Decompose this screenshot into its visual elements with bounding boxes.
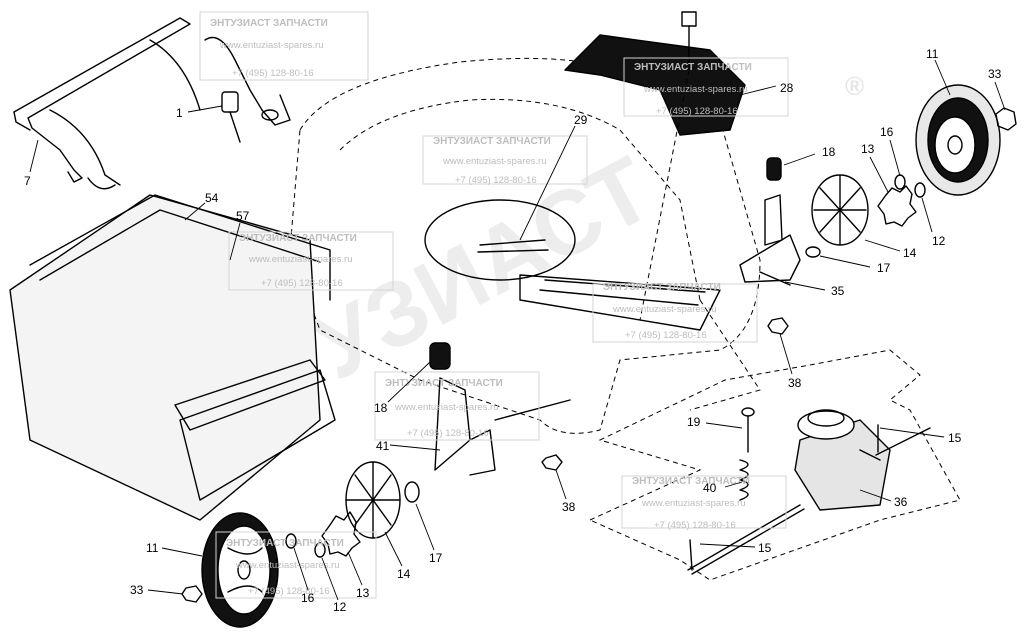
hub-assembly-bottom	[285, 461, 420, 558]
callout-13-top: 13	[861, 142, 875, 156]
callout-54: 54	[205, 191, 219, 205]
callout-12-bottom: 12	[333, 600, 347, 614]
nut-top-part	[995, 107, 1017, 131]
watermark-title: ЭНТУЗИАСТ ЗАПЧАСТИ	[239, 233, 357, 244]
deck-housing	[289, 57, 761, 434]
watermark-block-6: ЭНТУЗИАСТ ЗАПЧАСТИ www.entuziast-spares.…	[374, 371, 540, 441]
grass-bag-part	[9, 194, 336, 521]
callout-28: 28	[780, 81, 794, 95]
height-adjuster-top	[739, 157, 801, 286]
watermark-phone: +7 (495) 128-80-16	[656, 106, 738, 117]
watermark-phone: +7 (495) 128-80-16	[407, 428, 489, 439]
nut-38-mid	[541, 454, 563, 471]
callout-14-top: 14	[903, 246, 917, 260]
callout-18-top: 18	[822, 145, 836, 159]
callout-38-mid: 38	[562, 500, 576, 514]
callout-40: 40	[703, 481, 717, 495]
callout-12-top: 12	[932, 234, 946, 248]
watermark-url: www.entuziast-spares.ru	[248, 254, 352, 265]
gearbox-part	[794, 409, 891, 511]
watermark-title: ЭНТУЗИАСТ ЗАПЧАСТИ	[385, 378, 503, 389]
watermark-phone: +7 (495) 128-80-16	[248, 586, 330, 597]
watermark-url: www.entuziast-spares.ru	[643, 84, 747, 95]
watermark-url: www.entuziast-spares.ru	[394, 402, 498, 413]
rear-baffle-part	[564, 34, 746, 136]
callout-17-bottom: 17	[429, 551, 443, 565]
bolt-axis-line	[639, 69, 690, 321]
callout-16-top: 16	[880, 125, 894, 139]
callout-labels: 1 7 54 57 29 28 11 33 16 13 18 12 14 17 …	[24, 47, 1002, 614]
gearbox-dash-outline	[588, 349, 961, 581]
callout-13-bottom: 13	[356, 586, 370, 600]
nut-bottom-part	[181, 585, 203, 603]
watermark-title: ЭНТУЗИАСТ ЗАПЧАСТИ	[210, 18, 328, 29]
callout-7: 7	[24, 174, 31, 188]
callout-19: 19	[687, 415, 701, 429]
callout-35: 35	[831, 284, 845, 298]
callout-15-bottom: 15	[758, 541, 772, 555]
callout-11-top: 11	[926, 47, 939, 61]
watermark-block-5: ЭНТУЗИАСТ ЗАПЧАСТИ www.entuziast-spares.…	[592, 282, 758, 343]
callout-18-mid: 18	[374, 401, 388, 415]
callout-36: 36	[894, 495, 908, 509]
callout-1: 1	[176, 106, 183, 120]
bolt-part	[681, 11, 697, 71]
wheel-top-part	[915, 84, 1001, 196]
callout-41: 41	[376, 439, 390, 453]
watermark-title: ЭНТУЗИАСТ ЗАПЧАСТИ	[226, 538, 344, 549]
watermark-block-7: ЭНТУЗИАСТ ЗАПЧАСТИ www.entuziast-spares.…	[621, 475, 787, 531]
callout-29: 29	[574, 113, 588, 127]
watermark-block-1: ЭНТУЗИАСТ ЗАПЧАСТИ www.entuziast-spares.…	[199, 11, 369, 81]
rear-dash-outline	[689, 299, 761, 411]
hub-assembly-top	[805, 174, 926, 258]
watermark-phone: +7 (495) 128-80-16	[232, 68, 314, 79]
watermark-title: ЭНТУЗИАСТ ЗАПЧАСТИ	[632, 476, 750, 487]
watermark-block-8: ЭНТУЗИАСТ ЗАПЧАСТИ www.entuziast-spares.…	[215, 531, 377, 599]
watermark-phone: +7 (495) 128-80-16	[654, 520, 736, 531]
callout-57: 57	[236, 209, 250, 223]
nut-38-right	[767, 317, 789, 335]
watermark-phone: +7 (495) 128-80-16	[261, 278, 343, 289]
watermark-title: ЭНТУЗИАСТ ЗАПЧАСТИ	[603, 282, 721, 293]
registered-mark: ®	[845, 71, 864, 101]
watermark-phone: +7 (495) 128-80-16	[455, 175, 537, 186]
watermark-url: www.entuziast-spares.ru	[641, 498, 745, 509]
watermark-title: ЭНТУЗИАСТ ЗАПЧАСТИ	[634, 62, 752, 73]
callout-33-bottom: 33	[130, 583, 144, 597]
callout-33-top: 33	[988, 67, 1002, 81]
leader-lines	[29, 59, 1006, 601]
watermark-url: www.entuziast-spares.ru	[219, 40, 323, 51]
handle-part	[13, 17, 201, 190]
drive-axle-part	[687, 424, 931, 575]
callout-17-top: 17	[877, 261, 891, 275]
callout-16-bottom: 16	[301, 591, 315, 605]
callout-11-bottom: 11	[146, 541, 159, 555]
watermark-title: ЭНТУЗИАСТ ЗАПЧАСТИ	[433, 136, 551, 147]
callout-38-right: 38	[788, 376, 802, 390]
watermark-url: www.entuziast-spares.ru	[442, 156, 546, 167]
watermark-url: www.entuziast-spares.ru	[612, 304, 716, 315]
pivot-bolt-part	[739, 407, 755, 501]
watermark-block-2: ЭНТУЗИАСТ ЗАПЧАСТИ www.entuziast-spares.…	[623, 57, 789, 117]
watermark-block-4: ЭНТУЗИАСТ ЗАПЧАСТИ www.entuziast-spares.…	[228, 231, 394, 291]
watermark-url: www.entuziast-spares.ru	[235, 560, 339, 571]
cable-clip-part	[204, 36, 291, 143]
callout-15-top: 15	[948, 431, 962, 445]
watermark-phone: +7 (495) 128-80-16	[625, 330, 707, 341]
watermark-block-3: ЭНТУЗИАСТ ЗАПЧАСТИ www.entuziast-spares.…	[422, 135, 588, 186]
callout-14-bottom: 14	[397, 567, 411, 581]
